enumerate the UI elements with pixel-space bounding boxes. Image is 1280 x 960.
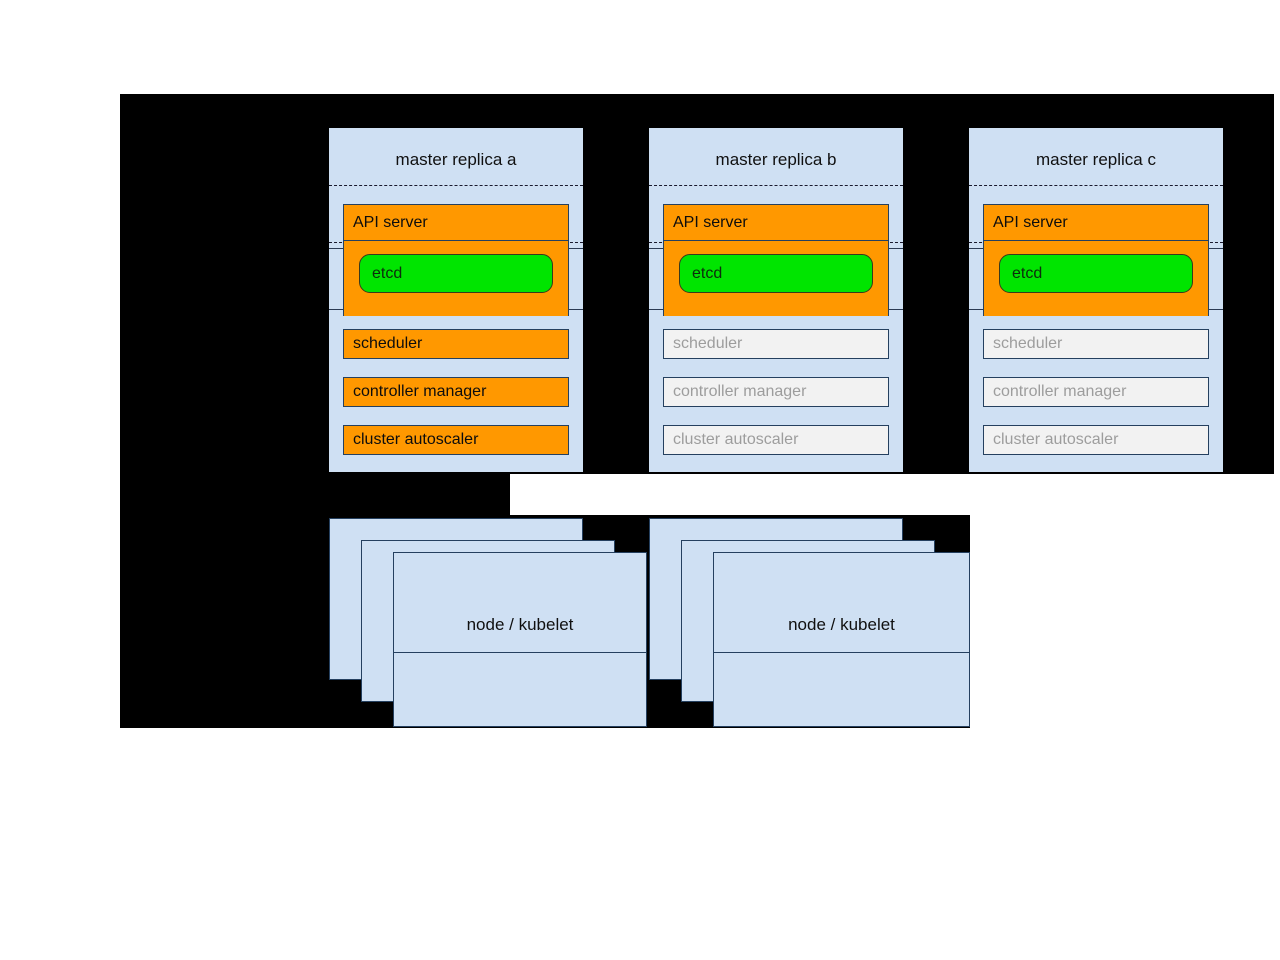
controller-manager-label: controller manager bbox=[993, 383, 1127, 400]
cluster-autoscaler-box[interactable]: cluster autoscaler bbox=[983, 425, 1209, 455]
etcd-label: etcd bbox=[372, 264, 403, 282]
replica-header-divider bbox=[969, 185, 1223, 186]
scheduler-label: scheduler bbox=[353, 335, 423, 352]
api-server-box[interactable]: API server bbox=[343, 204, 569, 241]
replica-header-divider bbox=[649, 185, 903, 186]
scheduler-box[interactable]: scheduler bbox=[983, 329, 1209, 359]
controller-manager-label: controller manager bbox=[673, 383, 807, 400]
controller-manager-box[interactable]: controller manager bbox=[343, 377, 569, 407]
controller-manager-label: controller manager bbox=[353, 383, 487, 400]
scheduler-box[interactable]: scheduler bbox=[343, 329, 569, 359]
master-replica-panel-a[interactable]: master replica a API server etcd schedul… bbox=[329, 128, 583, 472]
api-server-label: API server bbox=[993, 213, 1068, 231]
api-server-label: API server bbox=[353, 213, 428, 231]
replica-title: master replica b bbox=[715, 150, 837, 169]
node-kubelet-label: node / kubelet bbox=[466, 615, 574, 634]
etcd-label: etcd bbox=[692, 264, 723, 282]
cluster-autoscaler-box[interactable]: cluster autoscaler bbox=[343, 425, 569, 455]
node-card-divider bbox=[394, 652, 646, 653]
node-group-1[interactable]: node / kubelet bbox=[393, 552, 647, 727]
node-card-divider bbox=[714, 652, 969, 653]
node-kubelet-label: node / kubelet bbox=[788, 615, 895, 634]
etcd-box[interactable]: etcd bbox=[359, 254, 553, 293]
replica-title: master replica a bbox=[395, 150, 517, 169]
cluster-autoscaler-label: cluster autoscaler bbox=[353, 431, 479, 448]
scheduler-label: scheduler bbox=[673, 335, 743, 352]
cluster-autoscaler-label: cluster autoscaler bbox=[993, 431, 1119, 448]
scheduler-label: scheduler bbox=[993, 335, 1063, 352]
etcd-label: etcd bbox=[1012, 264, 1043, 282]
master-replica-panel-b[interactable]: master replica b API server etcd schedul… bbox=[649, 128, 903, 472]
api-server-box[interactable]: API server bbox=[663, 204, 889, 241]
controller-manager-box[interactable]: controller manager bbox=[663, 377, 889, 407]
cluster-autoscaler-label: cluster autoscaler bbox=[673, 431, 799, 448]
api-server-label: API server bbox=[673, 213, 748, 231]
cluster-autoscaler-box[interactable]: cluster autoscaler bbox=[663, 425, 889, 455]
replica-title: master replica c bbox=[1036, 150, 1156, 169]
node-group-2[interactable]: node / kubelet bbox=[713, 552, 970, 727]
master-replica-panel-c[interactable]: master replica c API server etcd schedul… bbox=[969, 128, 1223, 472]
controller-manager-box[interactable]: controller manager bbox=[983, 377, 1209, 407]
etcd-box[interactable]: etcd bbox=[679, 254, 873, 293]
replica-header-divider bbox=[329, 185, 583, 186]
api-server-box[interactable]: API server bbox=[983, 204, 1209, 241]
backdrop-slab-left bbox=[120, 474, 510, 515]
scheduler-box[interactable]: scheduler bbox=[663, 329, 889, 359]
etcd-box[interactable]: etcd bbox=[999, 254, 1193, 293]
